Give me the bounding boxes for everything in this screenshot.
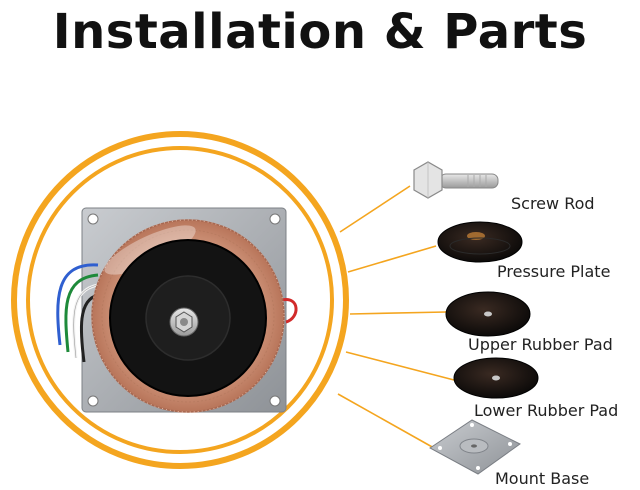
part-label-pressure-plate: Pressure Plate bbox=[497, 262, 611, 281]
leader-pressure-plate bbox=[347, 245, 437, 273]
page-title: Installation & Parts bbox=[52, 4, 588, 60]
leader-lines bbox=[337, 185, 455, 449]
upper-rubber-pad-icon bbox=[445, 291, 531, 337]
part-label-lower-rubber-pad: Lower Rubber Pad bbox=[474, 401, 619, 420]
leader-screw-rod bbox=[339, 185, 411, 233]
leader-mount-base bbox=[337, 393, 435, 449]
outer-ring bbox=[11, 131, 349, 469]
toroidal-transformer-icon bbox=[56, 207, 298, 413]
lower-rubber-pad-icon bbox=[453, 357, 539, 399]
leader-lower-rubber-pad bbox=[345, 351, 455, 381]
part-label-screw-rod: Screw Rod bbox=[511, 194, 595, 213]
mount-base-icon bbox=[429, 419, 521, 475]
part-label-upper-rubber-pad: Upper Rubber Pad bbox=[468, 335, 613, 354]
inner-ring bbox=[26, 146, 334, 454]
part-label-mount-base: Mount Base bbox=[495, 469, 590, 488]
leader-upper-rubber-pad bbox=[349, 311, 447, 315]
screw-rod-icon bbox=[413, 161, 499, 199]
pressure-plate-icon bbox=[437, 221, 523, 263]
